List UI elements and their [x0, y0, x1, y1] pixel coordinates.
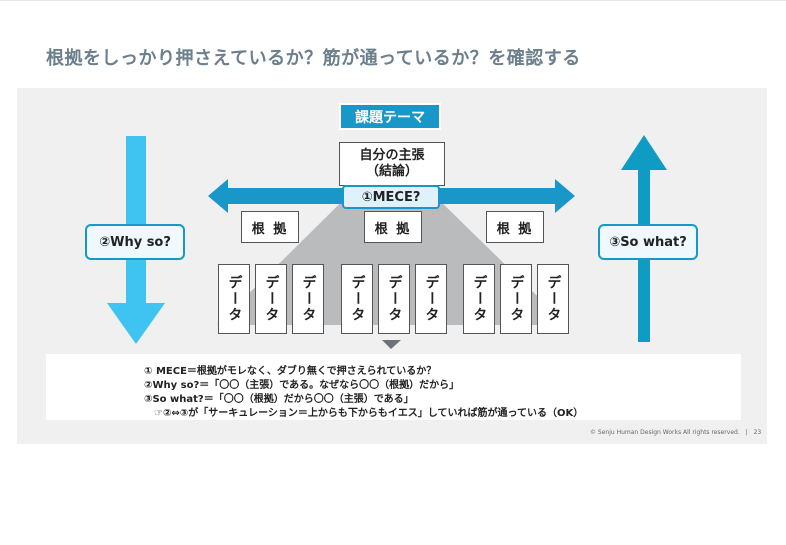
theme-box: 課題テーマ	[339, 103, 441, 130]
data-box: データ	[463, 264, 495, 334]
note-so-what: ③So what?＝「〇〇（根拠）だから〇〇（主張）である」	[144, 394, 414, 405]
claim-box: 自分の主張 （結論）	[339, 142, 445, 186]
data-box: データ	[537, 264, 569, 334]
data-box: データ	[255, 264, 287, 334]
page-title: 根拠をしっかり押さえているか？筋が通っているか？を確認する	[46, 48, 581, 69]
reason-box-center: 根 拠	[364, 211, 422, 243]
reason-box-right: 根 拠	[486, 211, 544, 243]
why-so-label: ②Why so?	[85, 224, 185, 260]
footer: © Senju Human Design Works All rights re…	[590, 429, 761, 436]
copyright-text: © Senju Human Design Works All rights re…	[590, 429, 740, 436]
page-number: 23	[753, 429, 762, 436]
data-box: データ	[378, 264, 410, 334]
pyramid-bottom-pointer	[382, 340, 401, 349]
so-what-label: ③So what?	[598, 224, 698, 260]
data-box: データ	[341, 264, 373, 334]
note-why-so: ②Why so?＝「〇〇（主張）である。なぜなら〇〇（根拠）だから」	[144, 380, 460, 391]
note-circulation: ☞②⇔③が「サーキュレーション＝上からも下からもイエス」していれば筋が通っている…	[154, 408, 584, 419]
data-box: データ	[218, 264, 250, 334]
data-box: データ	[415, 264, 447, 334]
top-divider	[0, 0, 786, 1]
reason-box-left: 根 拠	[241, 211, 299, 243]
claim-line-1: 自分の主張	[359, 148, 425, 163]
notes-panel: ① MECE＝根拠がモレなく、ダブり無くで押さえられているか？ ②Why so?…	[46, 354, 741, 420]
data-box: データ	[292, 264, 324, 334]
claim-line-2: （結論）	[365, 164, 418, 179]
data-box: データ	[500, 264, 532, 334]
footer-separator: |	[745, 429, 748, 436]
note-mece: ① MECE＝根拠がモレなく、ダブり無くで押さえられているか？	[144, 366, 437, 377]
mece-label: ①MECE?	[342, 185, 440, 209]
